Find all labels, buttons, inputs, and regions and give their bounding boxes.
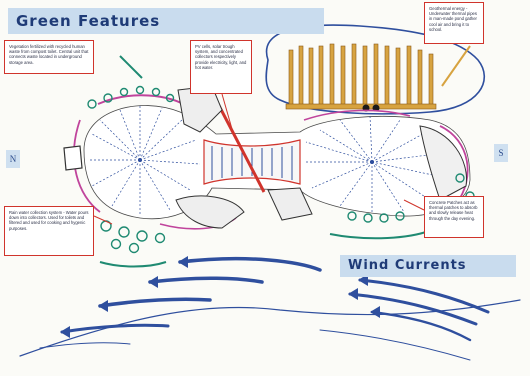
- pump-dot: [372, 104, 380, 112]
- node-center: [370, 160, 374, 164]
- left-radial-node: [88, 106, 201, 216]
- concrete-patch: [419, 125, 467, 201]
- teal-stroke: [119, 55, 143, 79]
- pointer-line: [221, 93, 235, 137]
- pointer-line: [93, 215, 113, 225]
- geothermal-note: Geothermal energy - Underwater thermal p…: [424, 2, 484, 44]
- node-center: [138, 158, 142, 162]
- concrete-patch-note: Concrete Patches act as thermal patches …: [424, 196, 484, 238]
- wind-arrowheads: [60, 256, 380, 338]
- wind-currents-label: Wind Currents: [340, 255, 516, 277]
- compass-north: N: [6, 150, 20, 168]
- solar-trough: [212, 95, 266, 193]
- magenta-curve: [303, 109, 411, 121]
- geothermal-pipes: [285, 43, 437, 110]
- concrete-patch: [175, 195, 245, 229]
- pv-note: PV cells, solar trough system, and conce…: [190, 40, 252, 94]
- right-radial-node: [304, 115, 457, 214]
- teal-stroke: [99, 261, 167, 268]
- rainwater-note: Rain water collection system - Water pou…: [4, 206, 94, 256]
- concrete-patch: [267, 187, 313, 221]
- page-title: Green Features: [8, 8, 324, 34]
- pointer-line: [403, 199, 425, 211]
- vegetation-note: Vegetation fertilized with recycled huma…: [4, 40, 94, 74]
- pointer-line: [441, 45, 471, 87]
- geothermal-pond-outline: [265, 24, 486, 115]
- compass-south: S: [494, 144, 508, 162]
- concrete-patch: [63, 145, 83, 171]
- teal-stroke: [329, 231, 427, 240]
- wind-currents: [19, 256, 521, 361]
- magenta-curve: [439, 125, 469, 205]
